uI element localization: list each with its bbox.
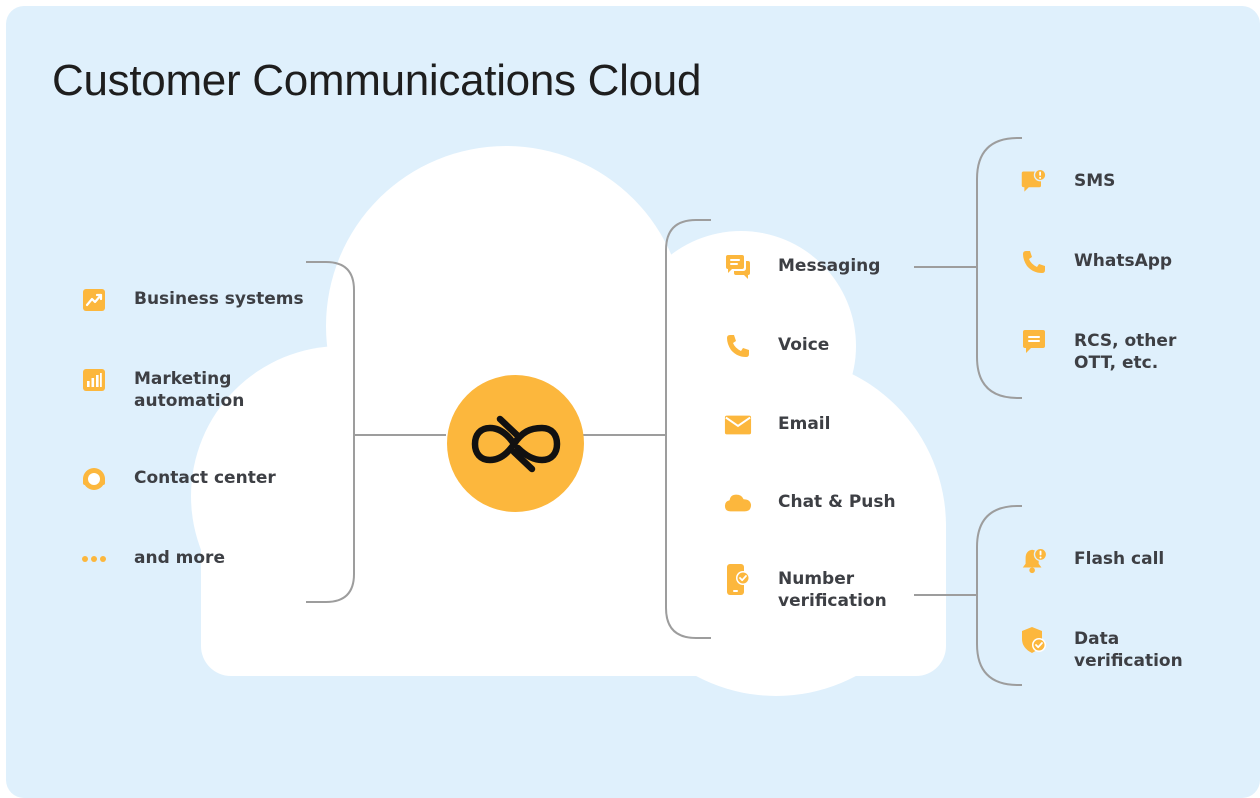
messaging-type-label: WhatsApp bbox=[1074, 251, 1173, 271]
left-item-contact-center: Contact center bbox=[80, 465, 276, 493]
sms-alert-icon bbox=[1020, 168, 1048, 196]
bar-chart-icon bbox=[80, 366, 108, 394]
left-item-label: Contact center bbox=[134, 468, 276, 488]
diagram-panel: Customer Communications Cloud Business s… bbox=[6, 6, 1260, 798]
messaging-type-whatsapp: WhatsApp bbox=[1020, 248, 1172, 276]
left-item-marketing-automation: Marketing automation bbox=[80, 366, 244, 412]
cloud-shape bbox=[191, 146, 946, 696]
verification-type-label: Data verification bbox=[1074, 629, 1183, 671]
channel-label: Voice bbox=[778, 335, 830, 355]
bell-alert-icon bbox=[1020, 546, 1048, 574]
left-item-business-systems: Business systems bbox=[80, 286, 304, 314]
channel-number-verification: Number verification bbox=[724, 564, 887, 612]
messaging-type-sms: SMS bbox=[1020, 168, 1115, 196]
phone-icon bbox=[1020, 248, 1048, 276]
left-item-label: and more bbox=[134, 548, 225, 568]
infinity-logo-icon bbox=[447, 375, 584, 512]
more-dots-icon bbox=[80, 545, 108, 573]
channel-label: Number verification bbox=[778, 569, 887, 611]
connector-lines bbox=[306, 137, 1022, 686]
messaging-type-label: RCS, other OTT, etc. bbox=[1074, 331, 1177, 373]
shield-check-icon bbox=[1020, 626, 1048, 654]
phone-check-icon bbox=[724, 564, 752, 595]
channel-voice: Voice bbox=[724, 332, 829, 360]
channel-messaging: Messaging bbox=[724, 253, 880, 281]
messaging-type-label: SMS bbox=[1074, 171, 1116, 191]
headset-icon bbox=[80, 465, 108, 493]
verification-type-label: Flash call bbox=[1074, 549, 1165, 569]
left-item-label: Marketing automation bbox=[134, 369, 245, 411]
message-lines-icon bbox=[1020, 328, 1048, 356]
channel-email: Email bbox=[724, 411, 830, 439]
channel-label: Messaging bbox=[778, 256, 881, 276]
left-item-and-more: and more bbox=[80, 545, 225, 573]
verification-type-data-verification: Data verification bbox=[1020, 626, 1183, 672]
channel-label: Chat & Push bbox=[778, 492, 896, 512]
messaging-type-rcs-ott: RCS, other OTT, etc. bbox=[1020, 328, 1176, 374]
page-title: Customer Communications Cloud bbox=[52, 56, 702, 105]
envelope-icon bbox=[724, 411, 752, 439]
trend-chart-icon bbox=[80, 286, 108, 314]
channel-label: Email bbox=[778, 414, 831, 434]
phone-icon bbox=[724, 332, 752, 360]
verification-type-flash-call: Flash call bbox=[1020, 546, 1164, 574]
cloud-icon bbox=[724, 489, 752, 517]
left-item-label: Business systems bbox=[134, 289, 304, 309]
channel-chat-push: Chat & Push bbox=[724, 489, 896, 517]
chat-bubbles-icon bbox=[724, 253, 752, 281]
cloud-and-connectors bbox=[191, 137, 1022, 696]
